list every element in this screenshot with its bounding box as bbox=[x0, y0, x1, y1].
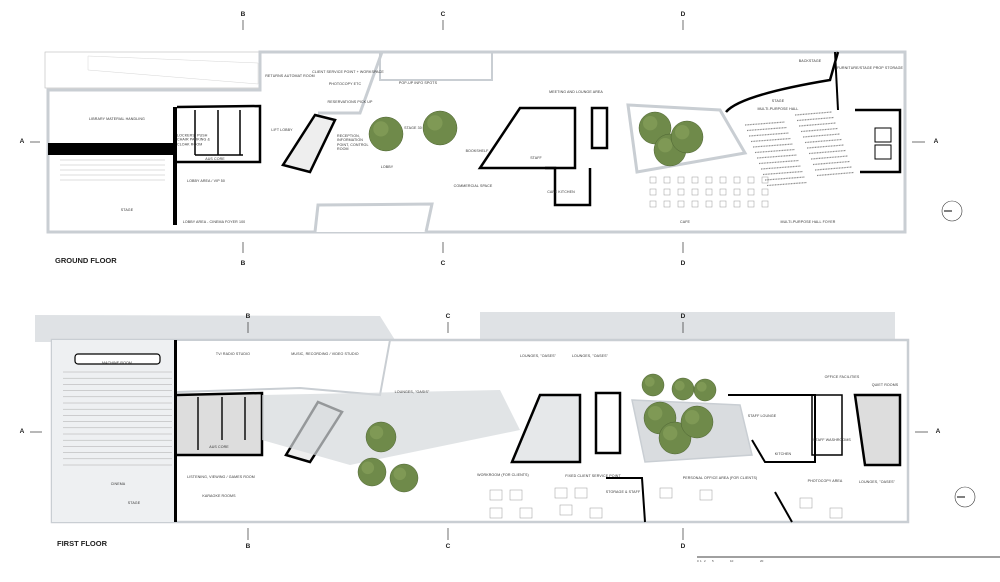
section-marker-c: C bbox=[445, 543, 451, 550]
room-label: STAFF WASHROOMS bbox=[813, 438, 851, 442]
room-label: BACKSTAGE bbox=[798, 59, 822, 63]
room-label: CINEMA bbox=[110, 482, 126, 486]
section-marker-d: D bbox=[680, 260, 686, 267]
room-label: RETURNS AUTOMAT ROOM bbox=[265, 74, 315, 78]
tree-icon bbox=[422, 110, 458, 146]
first-floor-title: FIRST FLOOR bbox=[57, 539, 107, 548]
room-label: COMMERCIAL SPACE bbox=[453, 184, 493, 188]
room-label: MUSIC, RECORDING / VIDEO STUDIO bbox=[291, 352, 359, 356]
room-label: PERSONAL OFFICE AREA (FOR CLIENTS) bbox=[682, 476, 758, 480]
ground-lift-shaft bbox=[281, 113, 337, 174]
machine-room bbox=[74, 353, 161, 365]
tree-icon bbox=[671, 377, 695, 401]
room-label: PHOTOCOPY ETC bbox=[328, 82, 362, 86]
scale-tick-label: 1 bbox=[700, 559, 702, 563]
section-marker-b: B bbox=[240, 260, 246, 267]
room-label: FURNITURE/STAGE PROP STORAGE bbox=[836, 66, 904, 70]
room-label: LOUNGES, "OASIS" bbox=[394, 390, 430, 394]
room-label: LOBBY AREA - CINEMA FOYER 100 bbox=[182, 220, 246, 224]
tree-icon bbox=[368, 116, 404, 152]
room-label: KITCHEN bbox=[774, 452, 792, 456]
room-label: LOUNGES, "OASES" bbox=[571, 354, 609, 358]
room-label: STAFF LOUNGE bbox=[747, 414, 777, 418]
ground-floor-title: GROUND FLOOR bbox=[55, 256, 117, 265]
room-label: MEETING AND LOUNGE AREA bbox=[549, 90, 603, 94]
room-label: POP-UP INFO SPOTS bbox=[398, 81, 438, 85]
ground-floor-plan bbox=[44, 50, 907, 234]
room-label: QUIET ROOMS bbox=[871, 383, 899, 387]
room-label: BOOKSHELF bbox=[465, 149, 489, 153]
room-label: LOBBY bbox=[380, 165, 394, 169]
room-label: WORKROOM (FOR CLIENTS) bbox=[477, 473, 529, 477]
room-label: LIBRARY MATERIAL HANDLING bbox=[89, 117, 145, 121]
room-label: STAGE bbox=[120, 208, 134, 212]
tree-icon bbox=[693, 378, 717, 402]
first-roof-shading bbox=[35, 312, 895, 342]
section-lines bbox=[30, 20, 928, 540]
tree-icon bbox=[365, 421, 397, 453]
room-label: CLIENT SERVICE POINT + WORKSPACE bbox=[312, 70, 384, 74]
tree-icon bbox=[641, 373, 665, 397]
section-marker-a: A bbox=[935, 428, 941, 435]
first-floor-plan bbox=[35, 312, 910, 524]
tree-icon bbox=[670, 120, 704, 154]
room-label: MULTI-PURPOSE HALL bbox=[757, 107, 799, 111]
section-marker-d: D bbox=[680, 11, 686, 18]
section-marker-c: C bbox=[440, 11, 446, 18]
tree-icon bbox=[680, 405, 714, 439]
room-label: LOUNGES, "OASES" bbox=[519, 354, 557, 358]
section-marker-a: A bbox=[19, 428, 25, 435]
room-label: RECEPTION, INFORMATION POINT, CONTROL RO… bbox=[337, 134, 369, 152]
cafe-seating bbox=[649, 176, 769, 208]
room-label: STAGE bbox=[771, 99, 785, 103]
room-label: OFFICE FACILITIES bbox=[824, 375, 860, 379]
section-marker-d: D bbox=[680, 543, 686, 550]
section-marker-a: A bbox=[933, 138, 939, 145]
room-label: AUS CORE bbox=[209, 445, 229, 449]
scale-tick-label: 20 bbox=[760, 559, 764, 563]
multi-purpose-hall-seating bbox=[744, 111, 855, 187]
room-label: LOUNGES, "OASES" bbox=[858, 480, 896, 484]
scale-tick-label: 10 bbox=[730, 559, 734, 563]
room-label: STAGE bbox=[127, 501, 141, 505]
scale-tick-label: 0 bbox=[697, 559, 699, 563]
ground-outer-wall bbox=[46, 50, 907, 234]
room-label: AUS CORE bbox=[205, 157, 225, 161]
room-label: RESERVATIONS PICK UP bbox=[327, 100, 373, 104]
room-label: STORAGE & STAFF bbox=[605, 490, 641, 494]
room-label: LOCKERS, PUSH CHAIR PARKING & CLOAK ROOM bbox=[177, 133, 210, 147]
room-label: LISTENING, VIEWING / GAMES ROOM bbox=[187, 475, 255, 479]
room-label: PHOTOCOPY AREA bbox=[807, 479, 843, 483]
compass-icon bbox=[954, 486, 976, 508]
room-label: LOBBY AREA / VIP 50 bbox=[187, 179, 225, 183]
room-label: MACHINE ROOM bbox=[102, 361, 132, 365]
room-label: MULTI-PURPOSE HALL FOYER bbox=[780, 220, 836, 224]
section-marker-c: C bbox=[440, 260, 446, 267]
section-marker-d: D bbox=[680, 313, 686, 320]
ground-black-passage bbox=[48, 143, 173, 155]
room-label: FIXED CLIENT SERVICE POINT bbox=[565, 474, 621, 478]
scale-tick-label: 2 bbox=[704, 559, 706, 563]
section-marker-b: B bbox=[245, 543, 251, 550]
section-marker-b: B bbox=[245, 313, 251, 320]
tree-icon bbox=[389, 463, 419, 493]
section-marker-b: B bbox=[240, 11, 246, 18]
office-desk-layout bbox=[489, 487, 843, 519]
room-label: LIFT LOBBY bbox=[271, 128, 293, 132]
compass-icon bbox=[941, 200, 963, 222]
room-label: STAFF bbox=[530, 156, 542, 160]
section-marker-c: C bbox=[445, 313, 451, 320]
room-label: KARAOKE ROOMS bbox=[202, 494, 236, 498]
room-label: CAFE bbox=[680, 220, 690, 224]
ground-upper-strip bbox=[44, 51, 264, 89]
section-marker-a: A bbox=[19, 138, 25, 145]
tree-icon bbox=[357, 457, 387, 487]
scale-tick-label: 5 bbox=[712, 559, 714, 563]
room-label: TV/ RADIO STUDIO bbox=[215, 352, 251, 356]
room-label: CAFE KITCHEN bbox=[547, 190, 575, 194]
room-label: STAGE 30 bbox=[404, 126, 422, 130]
